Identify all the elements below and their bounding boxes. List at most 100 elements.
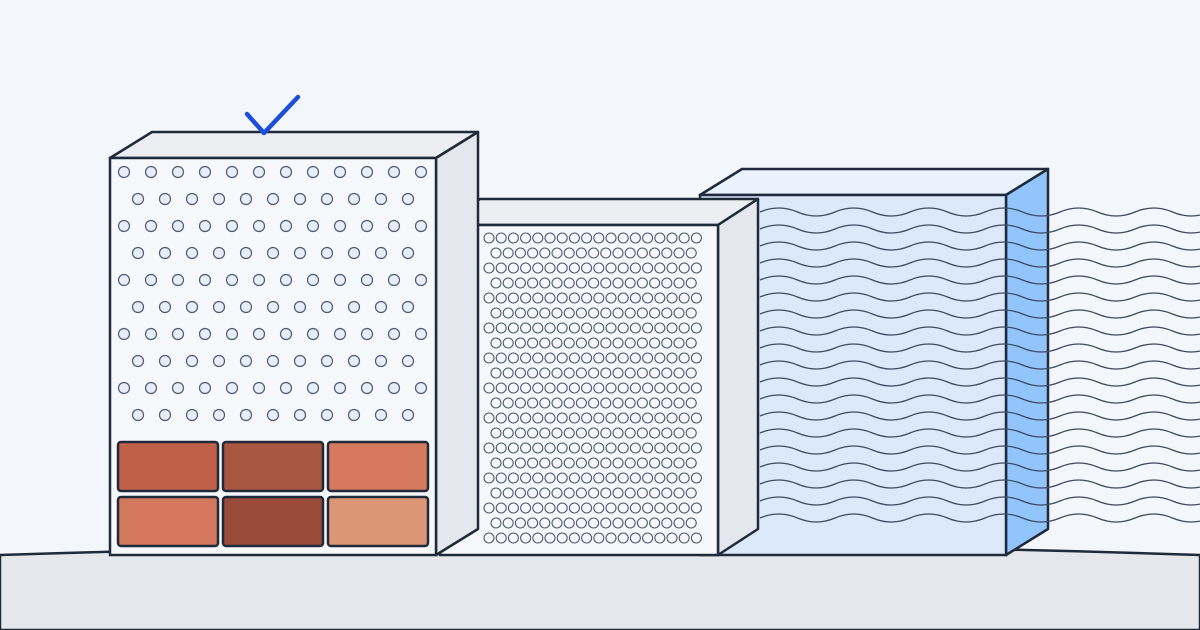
pore-circle <box>514 277 526 289</box>
pore-circle <box>690 322 702 334</box>
pore-circle <box>685 457 697 469</box>
pore-circle <box>649 247 661 259</box>
pore-circle <box>588 457 600 469</box>
pore-circle <box>636 337 648 349</box>
perforation-dot <box>252 381 266 395</box>
perforation-dot <box>266 354 280 368</box>
pore-circle <box>642 352 654 364</box>
perforation-dot <box>158 192 172 206</box>
perforation-dot <box>414 165 428 179</box>
pore-circle <box>490 367 502 379</box>
pore-circle <box>629 262 641 274</box>
pore-circle <box>514 427 526 439</box>
pore-circle <box>551 307 563 319</box>
pore-circle <box>556 412 568 424</box>
pore-circle <box>624 247 636 259</box>
pore-circle <box>600 277 612 289</box>
pore-circle <box>624 457 636 469</box>
pore-circle <box>617 322 629 334</box>
pore-circle <box>563 487 575 499</box>
wave-line <box>759 445 1200 455</box>
brick <box>221 495 325 548</box>
pore-circle <box>617 442 629 454</box>
pore-circle <box>678 352 690 364</box>
pore-circle <box>551 427 563 439</box>
perforation-dot <box>279 165 293 179</box>
pore-circle <box>593 232 605 244</box>
perforation-dot <box>293 192 307 206</box>
pore-circle <box>568 532 580 544</box>
perforation-dot <box>266 246 280 260</box>
wave-line <box>759 411 1200 421</box>
pore-circle <box>678 232 690 244</box>
pore-circle <box>502 247 514 259</box>
pore-circle <box>690 232 702 244</box>
pore-circle <box>495 232 507 244</box>
pore-circle <box>575 307 587 319</box>
pore-circle <box>490 427 502 439</box>
pore-circle <box>666 322 678 334</box>
pore-circle <box>636 307 648 319</box>
pore-circle <box>612 337 624 349</box>
pore-circle <box>678 292 690 304</box>
pore-circle <box>495 382 507 394</box>
pore-circle <box>685 367 697 379</box>
perforation-dot <box>239 300 253 314</box>
pore-circle <box>617 352 629 364</box>
pore-circle <box>556 322 568 334</box>
pore-circle <box>600 517 612 529</box>
pore-circle <box>502 517 514 529</box>
pore-circle <box>661 367 673 379</box>
pore-circle <box>600 457 612 469</box>
perforation-dot <box>347 192 361 206</box>
pore-circle <box>568 232 580 244</box>
pore-circle <box>642 442 654 454</box>
pore-circle <box>581 382 593 394</box>
perforation-dot <box>401 408 415 422</box>
pore-circle <box>532 262 544 274</box>
pore-circle <box>685 427 697 439</box>
pore-circle <box>532 232 544 244</box>
pore-circle <box>575 397 587 409</box>
pore-circle <box>600 247 612 259</box>
perforation-dot <box>171 165 185 179</box>
pore-circle <box>532 292 544 304</box>
pore-circle <box>666 532 678 544</box>
pore-circle <box>507 532 519 544</box>
pore-circle <box>563 457 575 469</box>
pore-circle <box>483 292 495 304</box>
pore-circle <box>520 262 532 274</box>
pore-circle <box>649 427 661 439</box>
pore-circle <box>593 412 605 424</box>
wave-line <box>759 309 1200 319</box>
perforation-dot <box>185 354 199 368</box>
pore-circle <box>605 532 617 544</box>
perforation-dot <box>131 354 145 368</box>
pore-circle <box>551 337 563 349</box>
brick-row <box>116 440 430 548</box>
perforation-dot <box>212 192 226 206</box>
perforation-dot <box>131 246 145 260</box>
porous-panel-side <box>716 197 760 557</box>
pore-circle <box>624 397 636 409</box>
pore-circle <box>666 382 678 394</box>
pore-circle <box>514 457 526 469</box>
pore-circle <box>661 457 673 469</box>
pore-circle <box>605 292 617 304</box>
pore-circle <box>642 232 654 244</box>
pore-circle <box>495 442 507 454</box>
pore-circle <box>581 292 593 304</box>
pore-circle <box>649 307 661 319</box>
pore-circle <box>532 442 544 454</box>
perforation-dot <box>320 300 334 314</box>
pore-circle <box>551 487 563 499</box>
pore-circle <box>544 292 556 304</box>
perforation-dot <box>117 327 131 341</box>
ground <box>0 543 1200 630</box>
porous-foam-panel <box>438 197 760 557</box>
pore-circle <box>507 322 519 334</box>
perforation-dot <box>239 408 253 422</box>
pore-circle <box>629 322 641 334</box>
wave-line <box>759 360 1200 370</box>
pore-circle <box>629 532 641 544</box>
